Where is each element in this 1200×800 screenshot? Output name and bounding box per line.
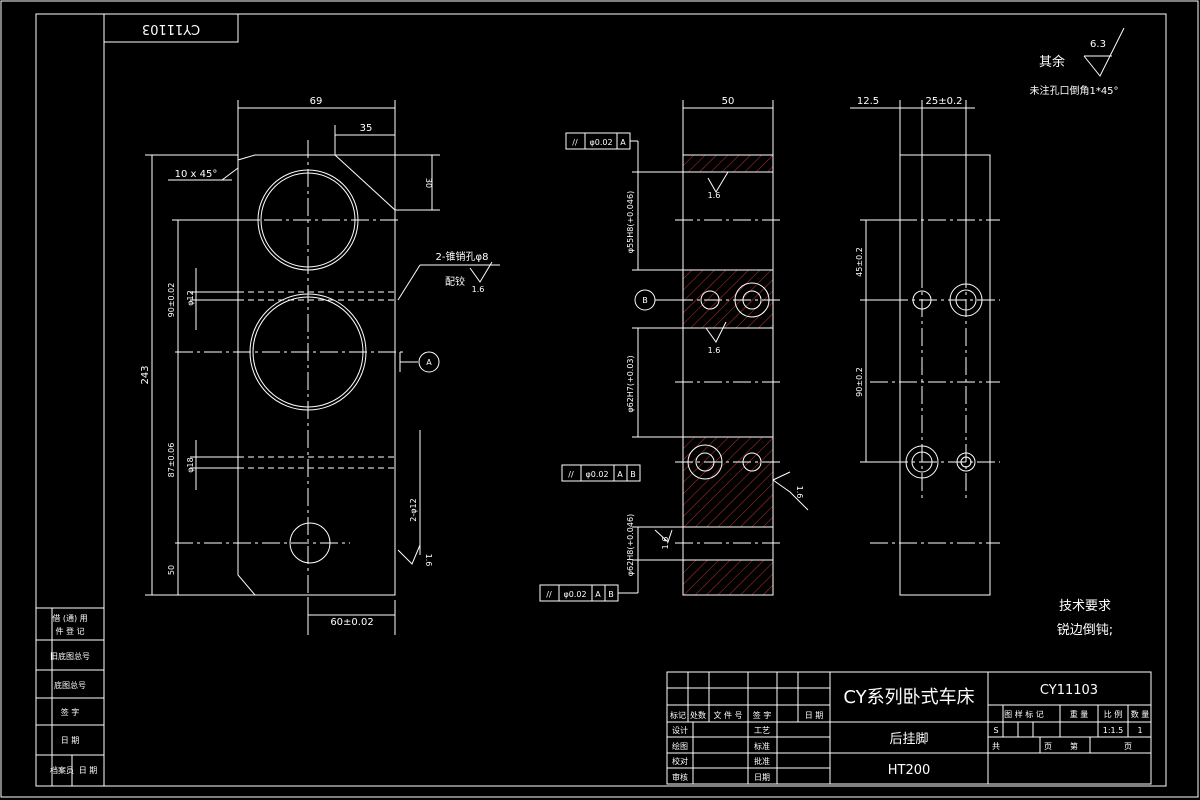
strip-row-1a: 借 (通) 用 <box>52 613 87 623</box>
tech-req-title: 技术要求 <box>1059 599 1111 614</box>
right-view <box>850 100 1000 596</box>
hdr-qty: 数 量 <box>1131 709 1150 719</box>
dim-phi12: φ12 <box>186 290 195 305</box>
fcf2-datum1: A <box>617 470 623 479</box>
row-process: 工艺 <box>754 726 770 735</box>
datum-a-label: A <box>426 358 432 367</box>
mirrored-number-box: CY11103 <box>103 13 239 43</box>
row-check: 校对 <box>672 756 688 766</box>
dim-bore3: φ62H8(+0.046) <box>626 514 635 576</box>
dim-bore1: φ55H8(+0.046) <box>626 191 635 253</box>
tech-req-line1: 锐边倒钝; <box>1057 623 1113 638</box>
rough-bottom: 1.6 <box>424 554 433 567</box>
dim-90: 90±0.02 <box>167 283 176 318</box>
fcf3-symbol: // <box>546 590 552 599</box>
sheet-unit: 页 <box>1044 742 1052 751</box>
rev-header-count: 处数 <box>690 710 706 720</box>
fcf1-tol: φ0.02 <box>589 138 612 147</box>
rough-mid-2: 1.6 <box>708 346 721 355</box>
left-view <box>145 100 500 635</box>
mirrored-drawing-number: CY11103 <box>142 21 200 36</box>
fcf1-datum: A <box>620 138 626 147</box>
strip-row-6b: 日 期 <box>79 766 98 775</box>
rough-mid-4: 1.6 <box>661 537 670 550</box>
dim-243: 243 <box>140 365 151 384</box>
tech-requirements: 技术要求 锐边倒钝; <box>1057 599 1113 638</box>
fcf3-tol: φ0.02 <box>563 590 586 599</box>
strip-row-5: 日 期 <box>61 736 80 745</box>
dim-90-right: 90±0.2 <box>855 367 864 397</box>
chamfer-note: 10 x 45° <box>175 169 218 180</box>
left-view-text: 69 35 30 10 x 45° 243 90±0.02 87±0.06 50… <box>140 96 488 628</box>
dim-12-5: 12.5 <box>857 96 879 107</box>
hdr-pattern-mark: 图 样 标 记 <box>1004 709 1044 719</box>
material: HT200 <box>888 763 931 778</box>
middle-view <box>539 100 809 602</box>
part-name: 后挂脚 <box>889 731 928 747</box>
fcf2-datum2: B <box>630 470 636 479</box>
dim-phi18: φ18 <box>186 457 195 472</box>
row-review: 审核 <box>672 772 688 782</box>
dim-50: 50 <box>167 565 176 575</box>
rev-header-sign: 签 字 <box>753 710 772 720</box>
rough-pin: 1.6 <box>472 285 485 294</box>
dim-bore2: φ62H7(+0.03) <box>626 355 635 412</box>
fcf1-symbol: // <box>572 138 578 147</box>
dim-35: 35 <box>360 123 373 134</box>
fcf2-tol: φ0.02 <box>585 470 608 479</box>
dim-60: 60±0.02 <box>330 617 373 628</box>
pin-note-ream: 配铰 <box>445 275 465 288</box>
machine-title: CY系列卧式车床 <box>843 687 974 708</box>
fcf3-datum2: B <box>608 590 614 599</box>
dim-50-width: 50 <box>722 96 735 107</box>
datum-b-label: B <box>642 296 648 305</box>
rough-mid-1: 1.6 <box>708 191 721 200</box>
sheet-unit2: 页 <box>1124 742 1132 751</box>
fcf2-symbol: // <box>568 470 574 479</box>
row-date: 日期 <box>754 773 770 782</box>
sheet-no: 第 <box>1070 741 1078 751</box>
hdr-weight: 重 量 <box>1070 709 1089 719</box>
hdr-scale: 比 例 <box>1104 709 1123 719</box>
row-draw: 绘图 <box>672 741 688 751</box>
left-archive-strip: 借 (通) 用 件 登 记 旧底图总号 底图总号 签 字 日 期 档案员 日 期 <box>35 607 105 787</box>
roughness-label: 其余 <box>1039 54 1065 70</box>
chamfer-general: 未注孔口倒角1*45° <box>1029 84 1118 97</box>
right-view-text: 12.5 25±0.2 45±0.2 90±0.2 <box>855 96 963 397</box>
rev-header-doc: 文 件 号 <box>713 710 742 720</box>
sheet-total: 共 <box>992 742 1000 751</box>
rev-header-date: 日 期 <box>805 711 824 720</box>
dim-69: 69 <box>310 96 323 107</box>
title-block <box>666 671 1152 785</box>
dim-45: 45±0.2 <box>855 247 864 277</box>
strip-row-6a: 档案员 <box>50 765 74 775</box>
scale-value: 1:1.5 <box>1103 726 1124 735</box>
roughness-note: 其余 6.3 未注孔口倒角1*45° <box>1029 27 1125 97</box>
stage-s: S <box>993 726 998 735</box>
inner-border <box>35 13 1167 787</box>
roughness-value: 6.3 <box>1090 39 1106 50</box>
dim-30: 30 <box>424 178 433 188</box>
fcf3-datum1: A <box>595 590 601 599</box>
strip-row-3: 底图总号 <box>54 680 86 690</box>
middle-view-text: 50 // φ0.02 A // φ0.02 A B // φ0.02 A B … <box>546 96 804 599</box>
pin-note: 2-锥销孔φ8 <box>436 250 489 263</box>
row-standard: 标准 <box>754 741 770 751</box>
dim-25: 25±0.2 <box>925 96 962 107</box>
drawing-number: CY11103 <box>1040 683 1098 698</box>
strip-row-1b: 件 登 记 <box>55 626 84 636</box>
row-approve: 批准 <box>754 756 770 766</box>
title-block-text: CY系列卧式车床 后挂脚 HT200 CY11103 标记 处数 文 件 号 签… <box>670 683 1149 782</box>
strip-row-4: 签 字 <box>61 707 80 717</box>
dim-87: 87±0.06 <box>167 443 176 478</box>
rev-header-mark: 标记 <box>670 710 686 720</box>
strip-row-2: 旧底图总号 <box>50 651 90 661</box>
qty-value: 1 <box>1137 726 1142 735</box>
row-design: 设计 <box>672 725 688 735</box>
rough-mid-3: 1.6 <box>795 486 804 499</box>
dim-2phi12: 2-φ12 <box>409 498 418 521</box>
